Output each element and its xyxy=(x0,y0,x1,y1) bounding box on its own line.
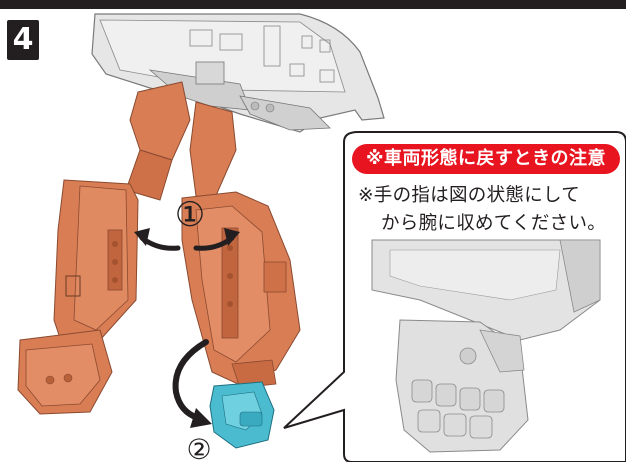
swing-arrow xyxy=(172,339,212,428)
robot-left-leg xyxy=(17,81,191,415)
rotation-arrows xyxy=(134,228,240,251)
step-number-badge: 4 xyxy=(7,20,39,60)
note-line-1: ※手の指は図の状態にして xyxy=(358,185,581,206)
note-line-2: から腕に収めてください。 xyxy=(381,213,607,234)
robot-torso xyxy=(91,13,385,133)
top-rule xyxy=(0,0,626,9)
robot-hand xyxy=(209,381,275,449)
swing-step-marker: ② xyxy=(186,433,212,466)
callout-title: ※車両形態に戻すときの注意 xyxy=(352,144,620,174)
rotate-step-marker: ① xyxy=(174,195,206,235)
inset-hand-illustration xyxy=(371,239,601,453)
